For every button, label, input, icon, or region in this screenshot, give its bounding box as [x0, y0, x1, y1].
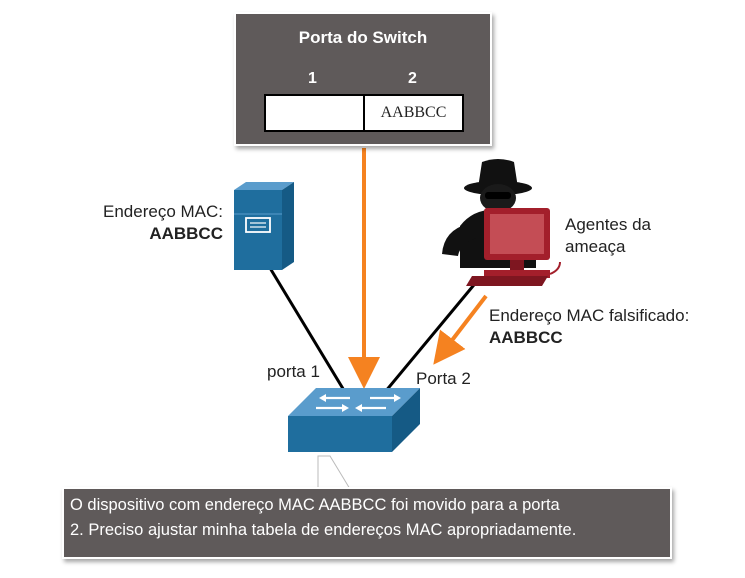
spoofed-mac-label: Endereço MAC falsificado: AABBCC — [489, 305, 689, 349]
mac-table-cell-port1 — [266, 96, 363, 130]
callout-pointer — [317, 455, 351, 490]
spoofed-mac-caption: Endereço MAC falsificado: — [489, 306, 690, 325]
mac-table-column-1: 1 — [308, 70, 317, 87]
switch-icon — [288, 388, 420, 452]
spoofed-mac-value: AABBCC — [489, 328, 563, 347]
server-icon — [234, 182, 294, 270]
host-mac-caption: Endereço MAC: — [103, 202, 223, 221]
threat-actor-label-line2: ameaça — [565, 237, 626, 256]
threat-actor-icon — [442, 159, 561, 286]
mac-table-column-2: 2 — [408, 70, 417, 87]
link-host-switch — [268, 267, 347, 393]
link-attacker-switch — [383, 279, 480, 393]
mac-table-cell-port2: AABBCC — [363, 96, 462, 130]
host-mac-value: AABBCC — [149, 224, 223, 243]
mac-address-table: Porta do Switch 1 2 AABBCC — [234, 12, 492, 146]
mac-table-grid: AABBCC — [264, 94, 464, 132]
arrow-attacker-to-port2 — [433, 294, 488, 365]
message-line-1: O dispositivo com endereço MAC AABBCC fo… — [70, 496, 560, 514]
threat-actor-label-line1: Agentes da — [565, 215, 652, 234]
port-2-label: Porta 2 — [416, 369, 471, 388]
mac-table-title: Porta do Switch — [298, 28, 428, 47]
message-callout: O dispositivo com endereço MAC AABBCC fo… — [62, 487, 672, 559]
port-1-label: porta 1 — [267, 362, 320, 381]
message-line-2: 2. Preciso ajustar minha tabela de ender… — [70, 521, 577, 539]
host-mac-label: Endereço MAC: AABBCC — [88, 201, 223, 245]
threat-actor-label: Agentes da ameaça — [565, 214, 651, 258]
